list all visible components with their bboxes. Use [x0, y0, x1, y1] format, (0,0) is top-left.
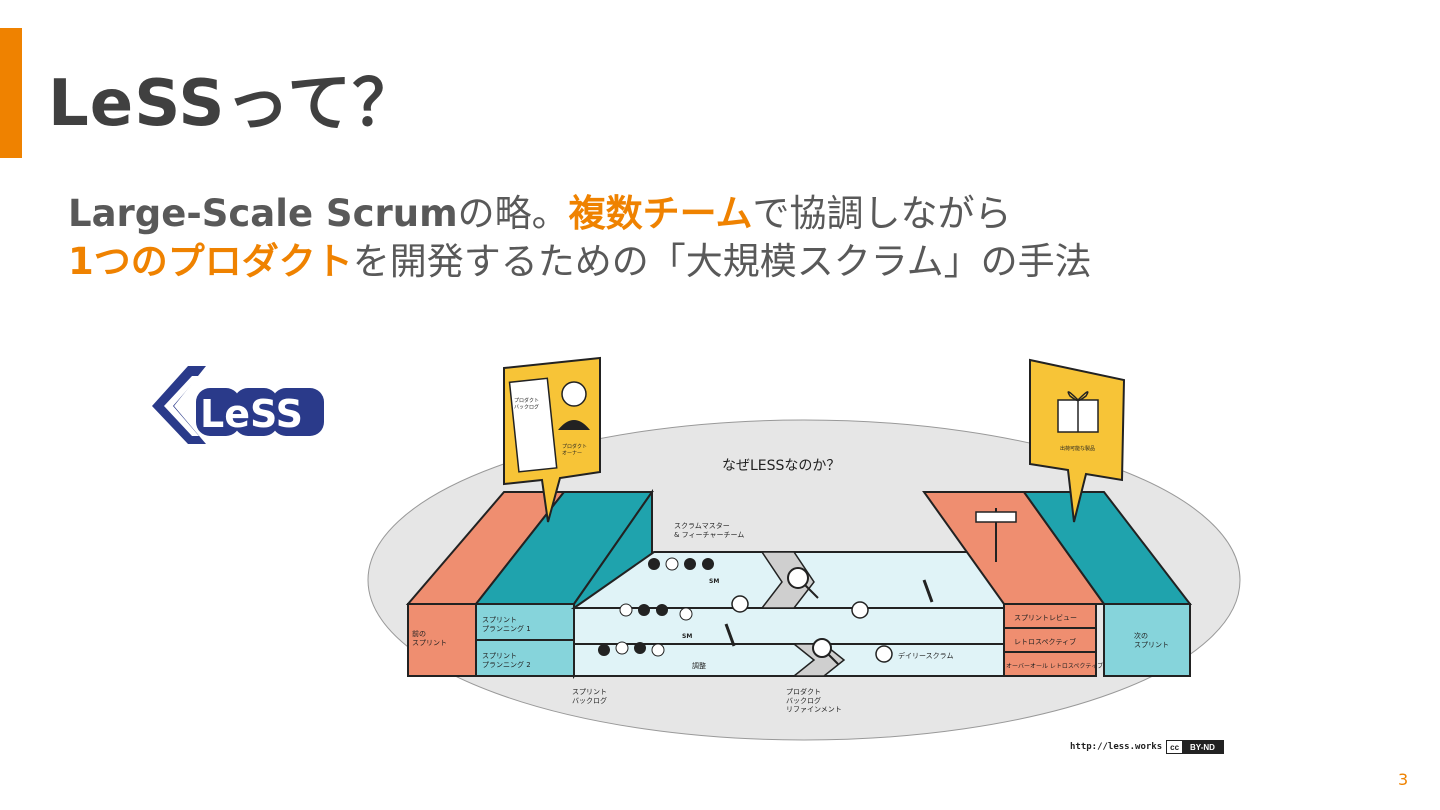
subtitle-line-1: Large-Scale Scrumの略。複数チームで協調しながら — [68, 190, 1092, 238]
scrum-master-feature-team-label: スクラムマスター& フィーチャーチーム — [674, 521, 744, 539]
product-owner-label: プロダクトオーナー — [562, 443, 587, 456]
less-framework-diagram: SM SM なぜLESSなのか？ スクラムマスター& フィーチャーチーム 前のス… — [367, 356, 1241, 741]
team-people-icon — [598, 557, 714, 657]
sprint-planning-2-label: スプリントプランニング 2 — [482, 652, 531, 669]
product-backlog-refinement-label: プロダクトバックログリファインメント — [786, 687, 842, 714]
credit-url: http://less.works — [1070, 742, 1163, 752]
license-label: BY-ND — [1182, 741, 1223, 753]
less-logo: LeSS — [152, 366, 324, 444]
retrospective-label: レトロスペクティブ — [1014, 637, 1076, 646]
product-owner-icon — [561, 381, 587, 407]
title-accent-bar — [0, 28, 22, 158]
sprint-review-block — [1003, 603, 1097, 677]
subtitle-line-2: 1つのプロダクトを開発するための「大規模スクラム」の手法 — [68, 238, 1092, 286]
magnifier-icon — [787, 567, 839, 665]
slide-subtitle: Large-Scale Scrumの略。複数チームで協調しながら 1つのプロダク… — [68, 190, 1092, 286]
sm-badge: SM — [682, 633, 692, 640]
next-sprint-label: 次のスプリント — [1134, 631, 1169, 649]
license-credit: http://less.works cc BY-ND — [1070, 740, 1224, 754]
overall-retrospective-label: オーバーオール レトロスペクティブ — [1006, 662, 1103, 670]
logo-wordmark: LeSS — [200, 392, 303, 436]
shippable-product-bubble — [1029, 358, 1126, 523]
coordination-arrow-icon — [724, 579, 934, 647]
subtitle-text: を開発するための「大規模スクラム」の手法 — [352, 240, 1092, 283]
subtitle-highlight: 複数チーム — [568, 192, 753, 235]
next-sprint-block — [1103, 603, 1191, 677]
diagram-heading: なぜLESSなのか？ — [722, 458, 840, 474]
previous-sprint-label: 前のスプリント — [412, 629, 447, 647]
shippable-product-label: 出荷可能な製品 — [1060, 445, 1095, 452]
subtitle-text: の略。 — [457, 192, 569, 235]
chat-bubble-icon — [731, 595, 893, 663]
coordination-label: 調整 — [692, 661, 706, 670]
subtitle-text: で協調しながら — [752, 192, 1012, 235]
subtitle-term: Large-Scale Scrum — [68, 192, 458, 235]
sm-badge: SM — [709, 578, 719, 585]
sprint-review-label: スプリントレビュー — [1014, 613, 1077, 622]
sprint-planning-1-label: スプリントプランニング 1 — [482, 616, 531, 633]
subtitle-highlight: 1つのプロダクト — [68, 240, 353, 283]
sprint-backlog-label: スプリントバックログ — [572, 688, 607, 705]
slide-title: LeSSって？ — [48, 67, 418, 141]
daily-scrum-label: デイリースクラム — [898, 651, 953, 660]
product-backlog-label: プロダクトバックログ — [514, 397, 539, 410]
cc-license-badge: cc BY-ND — [1166, 740, 1224, 754]
cc-icon: cc — [1167, 742, 1183, 752]
page-number: 3 — [1398, 770, 1409, 789]
